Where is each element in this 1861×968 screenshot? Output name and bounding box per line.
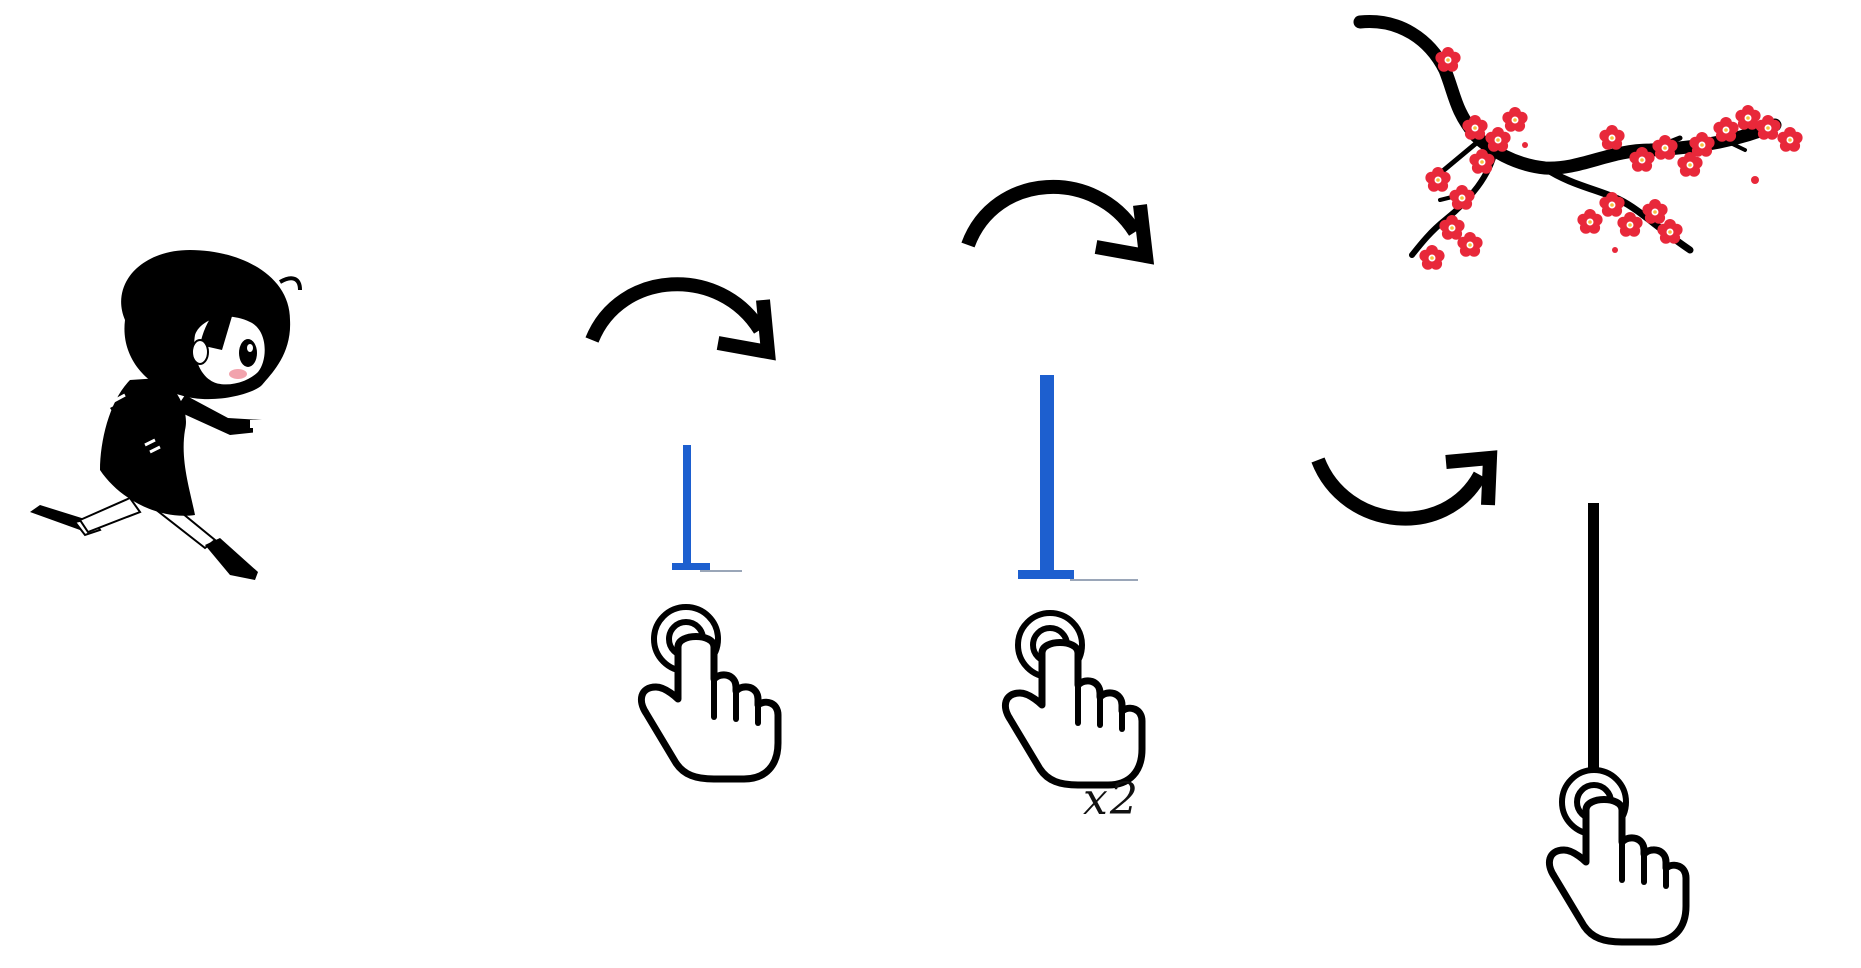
hold-hand-icon [1549,770,1686,942]
curved-arrow-icon [961,180,1155,265]
running-girl-icon [30,250,302,580]
step-3 [1311,450,1686,942]
long-stick [1018,375,1138,581]
step-1 [585,277,778,779]
double-tap-hand-icon [1005,613,1142,785]
vertical-line [1588,503,1599,771]
cherry-blossom-branch-icon [1353,15,1803,270]
double-tap-multiplier-label: x2 [1083,774,1140,825]
step-2 [961,180,1155,785]
tap-hand-icon [641,607,778,779]
curved-arrow-icon [1311,450,1498,526]
curved-arrow-icon [585,277,776,361]
short-stick [672,445,742,572]
